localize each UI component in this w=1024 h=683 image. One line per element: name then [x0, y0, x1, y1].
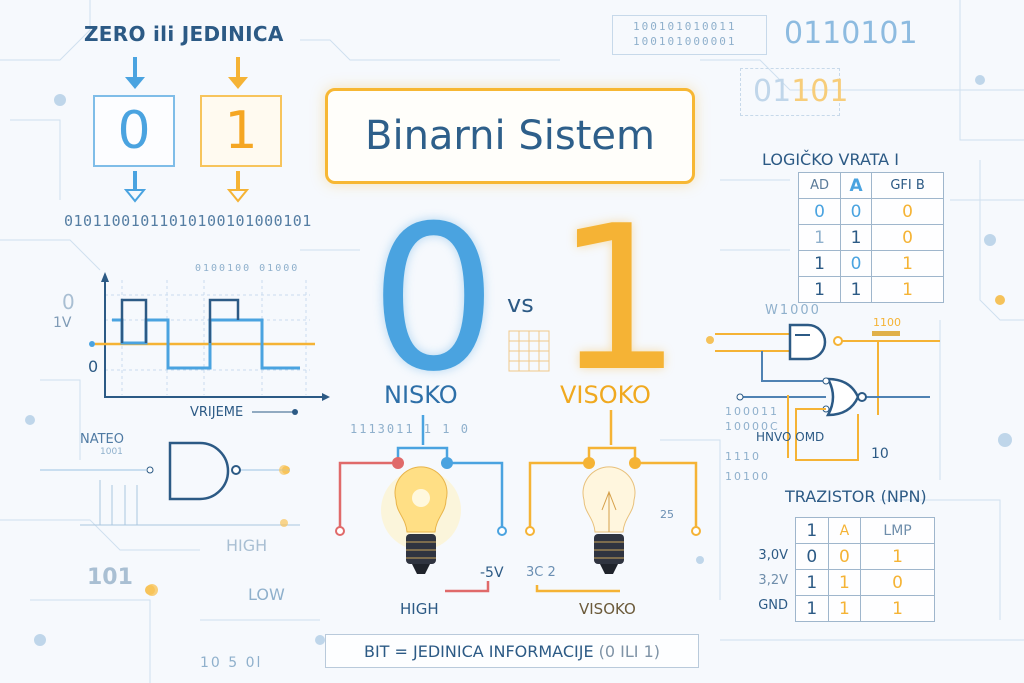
binary-mid-orange: 101	[791, 74, 849, 109]
or-gate-icon	[825, 377, 860, 417]
nisko-label: NISKO	[384, 381, 458, 409]
cell: 1	[860, 595, 935, 622]
binary-box: 100101010011 100101000001	[612, 15, 767, 55]
left-binary: 101	[87, 565, 133, 590]
grid-icon	[508, 330, 550, 372]
lit-bulb-icon	[381, 466, 461, 574]
binary-mid-blue: 01	[753, 74, 792, 109]
circuit-side-bin3: 1110	[725, 450, 761, 463]
high-label: HIGH	[226, 536, 268, 555]
logic-table-title: LOGIČKO VRATA I	[762, 150, 899, 169]
waveform-label-zero: 0	[88, 357, 99, 376]
circuit-side-bin1: 100011	[725, 405, 779, 418]
cell: 1	[827, 595, 862, 622]
row-label: 3,2V	[758, 573, 788, 588]
signal-high-trace	[120, 298, 240, 343]
cell: 1	[840, 224, 873, 251]
row-label: GND	[758, 598, 788, 613]
big-zero: 0	[370, 183, 498, 416]
circuit-top-label: W1000	[765, 303, 821, 318]
digit-zero-box: 0	[93, 95, 175, 167]
waveform-top-binary: 0100100 01000	[195, 263, 300, 274]
circuit-side-bin2: 10000C	[725, 420, 780, 433]
row-label: 3,0V	[758, 548, 788, 563]
binary-stream: 01011001011010100101000101	[64, 212, 312, 230]
zero-or-one-title: ZERO ili JEDINICA	[84, 22, 284, 46]
arrow-down-icon	[125, 57, 145, 89]
bit-definition-paren: (0 ILI 1)	[598, 641, 661, 661]
side-number: 25	[660, 508, 674, 521]
vs-label: vs	[507, 290, 534, 318]
bit-definition: BIT = JEDINICA INFORMACIJE (0 ILI 1)	[325, 634, 699, 668]
column-header: 1	[795, 517, 829, 544]
waveform-label-top-zero: 0	[62, 290, 75, 314]
voltage-left: -5V	[480, 565, 504, 581]
and-gate-icon	[788, 323, 827, 361]
cell: 0	[795, 543, 829, 570]
arrow-down-icon	[228, 57, 248, 89]
main-title: Binarni Sistem	[325, 88, 695, 184]
waveform-x-label: VRIJEME	[190, 405, 244, 420]
transistor-table-title: TRAZISTOR (NPN)	[785, 487, 927, 506]
cell: 1	[795, 595, 829, 622]
cell: 0	[860, 569, 935, 596]
cell: 0	[840, 250, 873, 277]
bottom-numbers: 10 5 0l	[200, 655, 263, 671]
visoko-label: VISOKO	[560, 381, 651, 409]
cell: 1	[827, 569, 862, 596]
right-bulb-label: VISOKO	[579, 600, 636, 618]
binary-large: 0110101	[784, 16, 918, 51]
unlit-bulb-icon	[582, 466, 636, 574]
column-header: LMP	[860, 517, 935, 544]
arrow-down-icon	[123, 171, 147, 203]
bit-definition-main: BIT = JEDINICA INFORMACIJE	[363, 641, 594, 661]
cell: 1	[860, 543, 935, 570]
table-header-row: 1 A LMP	[795, 517, 935, 544]
left-bulb-label: HIGH	[400, 600, 439, 618]
arrow-down-icon	[226, 171, 250, 203]
small-binary: 1113011 1 1 0	[350, 422, 470, 436]
cell: 0	[827, 543, 862, 570]
cell: 1	[795, 569, 829, 596]
circuit-side-label: HNVO OMD	[756, 430, 825, 444]
voltage-right: 3C 2	[526, 565, 556, 580]
cell: 0	[840, 198, 873, 225]
transistor-row-labels: 3,0V 3,2V GND	[752, 543, 788, 618]
big-one: 1	[555, 183, 683, 416]
cell: 1	[797, 250, 842, 277]
digit-one-box: 1	[200, 95, 282, 167]
circuit-side-bin4: 10100	[725, 470, 770, 483]
waveform-label-1v: 1V	[53, 315, 72, 331]
and-gate-icon	[168, 441, 230, 501]
column-header: A	[827, 517, 862, 544]
gate-sub: 1001	[100, 447, 123, 457]
low-label: LOW	[248, 585, 285, 604]
binary-mid: 01101	[740, 68, 848, 116]
cell: 1	[871, 276, 944, 303]
arrows	[123, 57, 250, 203]
binary-box-line1: 100101010011	[633, 20, 737, 33]
cell: 1	[797, 276, 842, 303]
binary-box-line2: 100101000001	[633, 35, 737, 48]
circuit-output-label: 1100	[873, 316, 901, 329]
gate-title: NATEO	[80, 432, 124, 447]
column-header: A	[840, 172, 873, 199]
cell: 1	[840, 276, 873, 303]
circuit-output-number: 10	[871, 446, 889, 462]
